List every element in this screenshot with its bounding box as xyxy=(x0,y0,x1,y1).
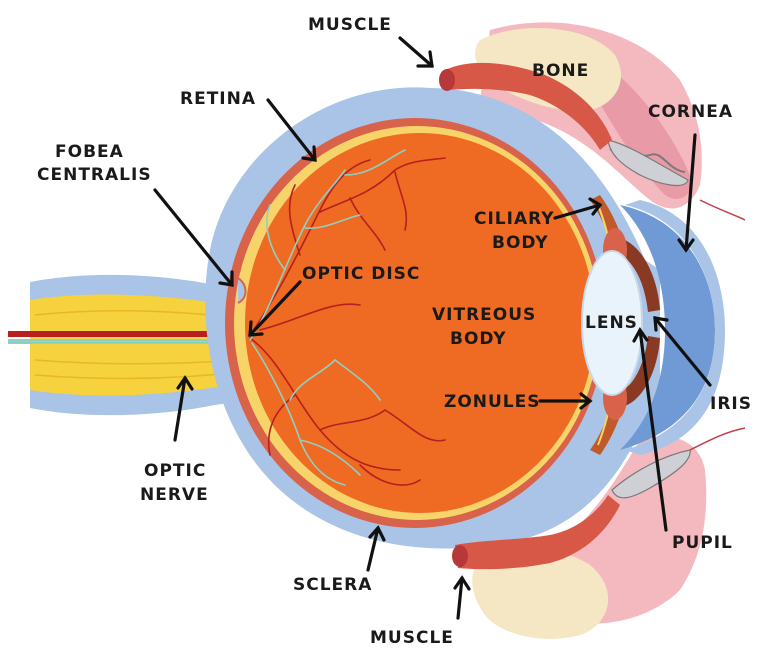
label-ciliary-line1: CILIARY xyxy=(474,209,555,229)
label-vitreous-line1: VITREOUS xyxy=(432,305,536,325)
muscle-bottom-end xyxy=(452,545,468,567)
label-zonules: ZONULES xyxy=(444,392,541,412)
label-ciliary-line2: BODY xyxy=(492,233,549,253)
label-optic-disc: OPTIC DISC xyxy=(302,264,420,284)
upper-lid-line xyxy=(700,200,745,220)
label-sclera: SCLERA xyxy=(293,575,372,595)
label-optic-nerve-line2: NERVE xyxy=(140,485,209,505)
label-muscle-bottom: MUSCLE xyxy=(370,628,454,648)
muscle-top-end xyxy=(439,69,455,91)
label-retina: RETINA xyxy=(180,89,256,109)
label-iris: IRIS xyxy=(710,394,752,414)
arrow-sclera xyxy=(368,528,384,570)
label-lens: LENS xyxy=(585,313,638,333)
lower-lid-line xyxy=(690,428,745,450)
arrow-muscle-top xyxy=(400,38,432,66)
vitreous-body xyxy=(245,133,595,513)
label-vitreous-line2: BODY xyxy=(450,329,507,349)
label-pupil: PUPIL xyxy=(672,533,733,553)
label-optic-nerve-line1: OPTIC xyxy=(144,461,206,481)
label-bone: BONE xyxy=(532,61,589,81)
label-fobea-line1: FOBEA xyxy=(55,142,124,162)
arrow-muscle-bottom xyxy=(455,578,469,618)
label-muscle-top: MUSCLE xyxy=(308,15,392,35)
label-cornea: CORNEA xyxy=(648,102,733,122)
label-fobea-line2: CENTRALIS xyxy=(37,165,152,185)
